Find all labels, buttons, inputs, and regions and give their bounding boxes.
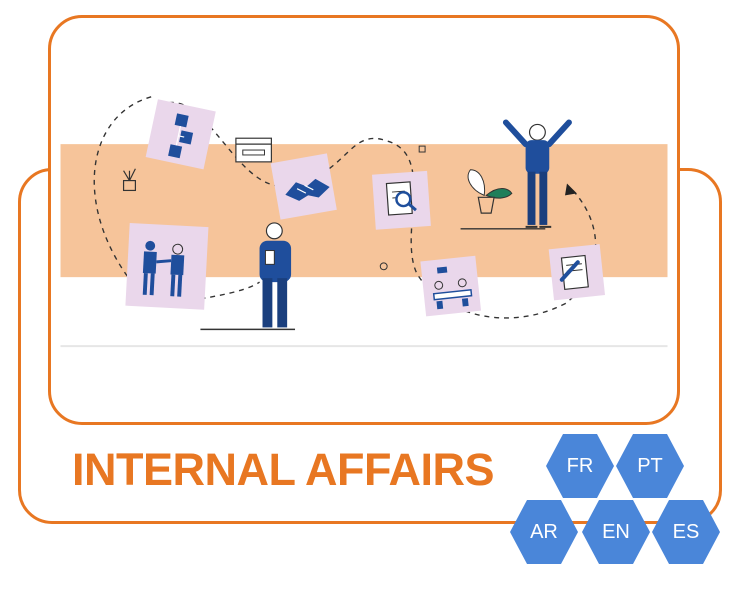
meeting-table-icon	[420, 255, 482, 317]
language-button-fr[interactable]: FR	[546, 434, 614, 498]
browser-window-icon	[235, 137, 272, 163]
dashed-path	[93, 96, 597, 319]
potted-plant-icon	[122, 168, 136, 192]
edit-document-icon	[548, 244, 605, 301]
illustration-frame	[48, 15, 680, 425]
language-button-ar[interactable]: AR	[510, 500, 578, 564]
page-title: INTERNAL AFFAIRS	[72, 444, 495, 495]
language-button-pt[interactable]: PT	[616, 434, 684, 498]
handshake-icon	[270, 153, 337, 220]
monstera-plant-icon	[460, 169, 546, 230]
language-button-en[interactable]: EN	[582, 500, 650, 564]
language-button-es[interactable]: ES	[652, 500, 720, 564]
person-celebrating	[502, 119, 572, 228]
dashed-path-left	[200, 281, 260, 300]
small-circle	[379, 262, 388, 271]
teamwork-illustration	[60, 96, 668, 348]
org-chart-icon	[145, 99, 216, 170]
language-selector: FR PT AR EN ES	[510, 432, 730, 580]
person-with-phone	[259, 222, 292, 328]
small-square	[418, 145, 426, 153]
team-meeting-card	[125, 222, 209, 310]
document-search-icon	[371, 170, 431, 230]
arrowhead-icon	[565, 183, 577, 196]
